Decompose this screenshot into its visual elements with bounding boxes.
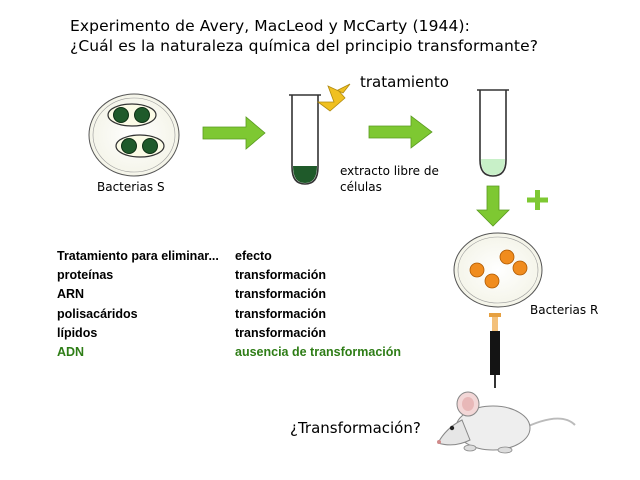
header-treatment: Tratamiento para eliminar... — [57, 249, 219, 263]
row-treatment: proteínas — [57, 268, 114, 283]
mouse-icon — [437, 391, 576, 454]
row-treatment: ADN — [57, 345, 85, 360]
tube-icon — [289, 94, 321, 185]
page-title: Experimento de Avery, MacLeod y McCarty … — [70, 16, 538, 56]
bacterias-s-label: Bacterias S — [97, 180, 165, 194]
arrow-down — [476, 185, 510, 227]
table-row-highlighted: ADN ausencia de transformación — [57, 343, 401, 362]
arrow-right-2 — [368, 115, 433, 149]
row-effect: ausencia de transformación — [235, 345, 402, 360]
extracto-label-line-2: células — [340, 180, 382, 194]
row-treatment: ARN — [57, 287, 85, 302]
treatment-arrow-icon — [316, 83, 351, 112]
table-row: proteínas transformación — [57, 266, 401, 285]
treatment-table: Tratamiento para eliminar... efecto prot… — [57, 247, 401, 362]
row-treatment: polisacáridos — [57, 306, 138, 321]
row-effect: transformación — [235, 268, 326, 283]
transformation-question: ¿Transformación? — [290, 419, 421, 437]
table-row: polisacáridos transformación — [57, 305, 401, 324]
bacteria-s-dish-icon — [88, 93, 180, 177]
table-header: Tratamiento para eliminar... efecto — [57, 247, 401, 266]
title-line-2: ¿Cuál es la naturaleza química del princ… — [70, 37, 539, 55]
row-treatment: lípidos — [57, 325, 98, 340]
bacterias-r-label: Bacterias R — [530, 303, 599, 317]
arrow-right-1 — [202, 116, 266, 150]
tube-icon-2 — [477, 89, 509, 177]
syringe-icon — [489, 313, 501, 388]
title-line-1: Experimento de Avery, MacLeod y McCarty … — [70, 17, 470, 35]
bacteria-r-dish-icon — [453, 232, 543, 308]
row-effect: transformación — [235, 306, 326, 321]
row-effect: transformación — [235, 287, 326, 302]
table-row: ARN transformación — [57, 285, 401, 304]
extracto-label-line-1: extracto libre de — [340, 164, 439, 178]
table-row: lípidos transformación — [57, 324, 401, 343]
row-effect: transformación — [235, 325, 326, 340]
plus-icon — [527, 190, 548, 210]
header-effect: efecto — [235, 249, 272, 263]
tratamiento-label: tratamiento — [360, 73, 449, 91]
